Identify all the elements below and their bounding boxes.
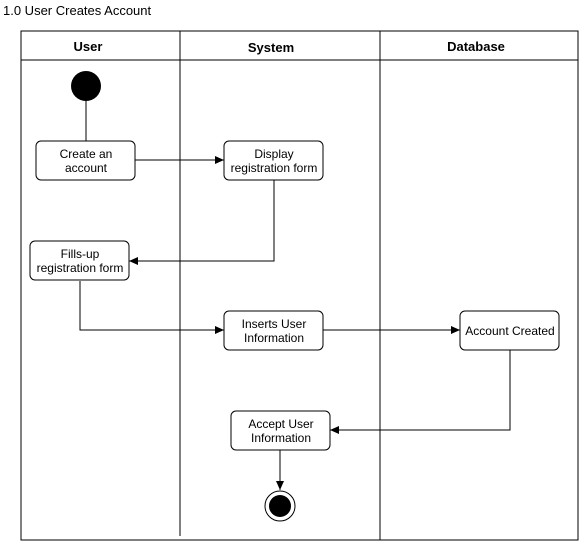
diagram-title: 1.0 User Creates Account bbox=[3, 3, 152, 18]
edges bbox=[79, 100, 511, 490]
edge-created-to-accept bbox=[330, 350, 511, 434]
edge-fills-to-insert bbox=[79, 281, 224, 334]
lane-label-database: Database bbox=[447, 39, 505, 54]
lane-label-system: System bbox=[248, 40, 294, 55]
lane-label-user: User bbox=[74, 39, 103, 54]
action-account-created: Account Created bbox=[459, 310, 560, 351]
final-node bbox=[264, 490, 296, 522]
swimlane-frame bbox=[20, 30, 579, 541]
edge-display-to-fills bbox=[129, 180, 275, 265]
initial-node bbox=[71, 71, 101, 101]
svg-text:Account Created: Account Created bbox=[465, 324, 554, 338]
